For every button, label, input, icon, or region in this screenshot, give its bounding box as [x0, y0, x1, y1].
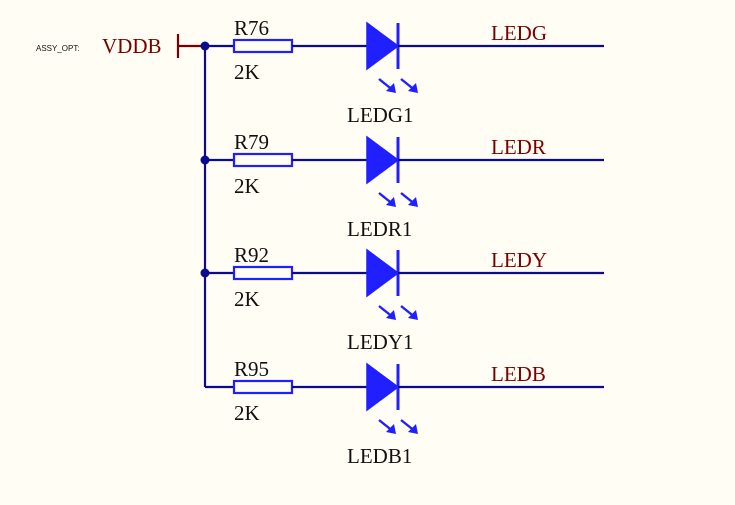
net-label: LEDB	[491, 362, 546, 386]
resistor-designator: R95	[234, 357, 269, 381]
led-designator: LEDR1	[347, 217, 412, 241]
led-triangle	[366, 362, 400, 412]
emission-arrow-head	[386, 83, 396, 93]
power-net-label: VDDB	[102, 34, 162, 58]
wire-junction-dot	[200, 268, 210, 278]
emission-arrow-head	[386, 424, 396, 434]
resistor-designator: R79	[234, 130, 269, 154]
led-triangle	[366, 135, 400, 185]
led-channel-2: R79 2K LEDR1 LEDR	[200, 130, 604, 241]
led-channels: R762KLEDG1LEDGR792KLEDR1LEDRR922KLEDY1LE…	[200, 16, 604, 468]
led-triangle	[366, 21, 400, 71]
net-label: LEDR	[491, 135, 546, 159]
emission-arrow-head	[386, 197, 396, 207]
emission-arrow-head	[408, 310, 418, 320]
net-label: LEDG	[491, 21, 547, 45]
emission-arrow-head	[408, 83, 418, 93]
wire-junction-dot	[200, 41, 210, 51]
resistor-value: 2K	[234, 60, 260, 84]
led-triangle	[366, 248, 400, 298]
led-channel-1: R76 2K LEDG1 LEDG	[200, 16, 604, 127]
led-designator: LEDB1	[347, 444, 412, 468]
wire-junction-dot	[200, 155, 210, 165]
led-channel-4: R95 2K LEDB1 LEDB	[205, 357, 604, 468]
emission-arrow-head	[408, 197, 418, 207]
led-designator: LEDG1	[347, 103, 414, 127]
resistor-value: 2K	[234, 287, 260, 311]
resistor-value: 2K	[234, 401, 260, 425]
resistor-value: 2K	[234, 174, 260, 198]
resistor-designator: R76	[234, 16, 269, 40]
net-label: LEDY	[491, 248, 547, 272]
emission-arrow-head	[408, 424, 418, 434]
assy-option-label: ASSY_OPT:	[36, 44, 80, 53]
emission-arrow-head	[386, 310, 396, 320]
led-designator: LEDY1	[347, 330, 414, 354]
led-channel-3: R92 2K LEDY1 LEDY	[200, 243, 604, 354]
resistor-designator: R92	[234, 243, 269, 267]
